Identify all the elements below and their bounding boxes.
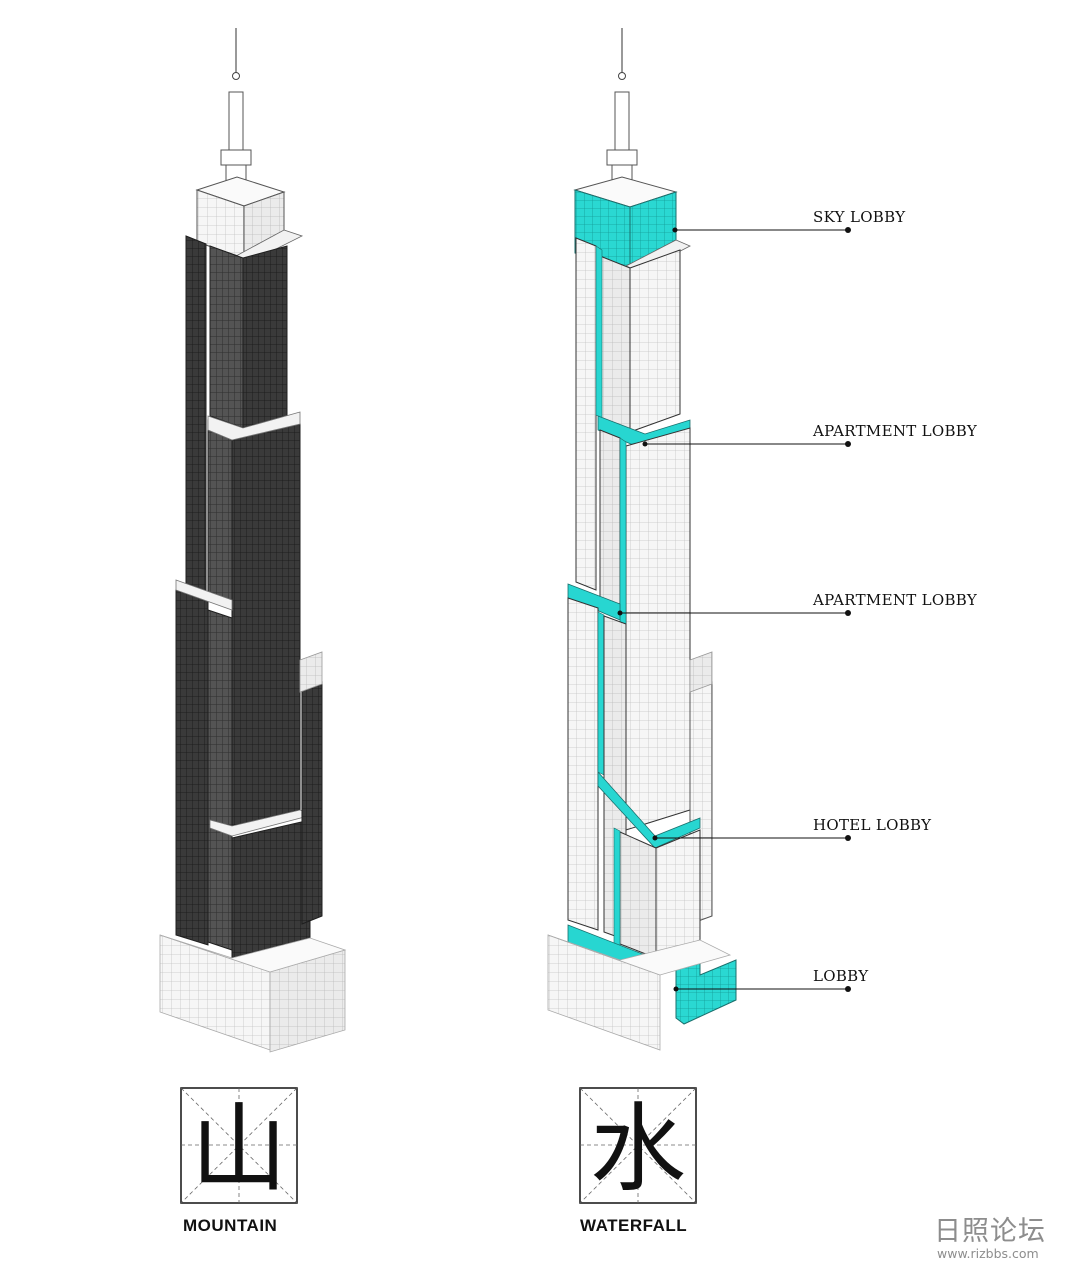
waterfall-glyph-tile: 水 bbox=[579, 1087, 697, 1205]
label-lobby: LOBBY bbox=[673, 967, 869, 992]
waterfall-caption: WATERFALL bbox=[580, 1216, 687, 1235]
apartment-lobby-lower-label: APARTMENT LOBBY bbox=[812, 591, 978, 609]
mountain-podium bbox=[159, 934, 347, 1053]
watermark-cn: 日照论坛 bbox=[934, 1216, 1046, 1247]
mountain-glyph: 山 bbox=[191, 1093, 287, 1205]
waterfall-glyph: 水 bbox=[590, 1093, 686, 1205]
mountain-tower bbox=[159, 28, 347, 1053]
mountain-crown bbox=[195, 176, 304, 263]
mountain-caption: MOUNTAIN bbox=[183, 1216, 277, 1235]
waterfall-tower bbox=[547, 28, 737, 1051]
waterfall-apartment-lobby-lower-volume bbox=[567, 583, 621, 621]
waterfall-hotel-block bbox=[613, 827, 701, 959]
label-sky-lobby: SKY LOBBY bbox=[672, 208, 906, 233]
label-apartment-lobby-upper: APARTMENT LOBBY bbox=[642, 422, 978, 447]
mountain-spire bbox=[220, 28, 252, 196]
sky-lobby-label: SKY LOBBY bbox=[813, 208, 906, 226]
label-apartment-lobby-lower: APARTMENT LOBBY bbox=[617, 591, 978, 616]
hotel-lobby-label: HOTEL LOBBY bbox=[813, 816, 932, 834]
waterfall-spire bbox=[606, 28, 638, 196]
mountain-lower-block bbox=[175, 579, 323, 969]
label-hotel-lobby: HOTEL LOBBY bbox=[652, 816, 932, 841]
mountain-upper-block bbox=[185, 235, 288, 601]
waterfall-upper-block bbox=[575, 237, 681, 591]
waterfall-podium bbox=[547, 934, 732, 1051]
apartment-lobby-upper-label: APARTMENT LOBBY bbox=[812, 422, 978, 440]
watermark-url: www.rizbbs.com bbox=[937, 1246, 1039, 1261]
lobby-label: LOBBY bbox=[813, 967, 869, 985]
mountain-glyph-tile: 山 bbox=[180, 1087, 298, 1205]
watermark: 日照论坛 www.rizbbs.com bbox=[934, 1216, 1046, 1261]
